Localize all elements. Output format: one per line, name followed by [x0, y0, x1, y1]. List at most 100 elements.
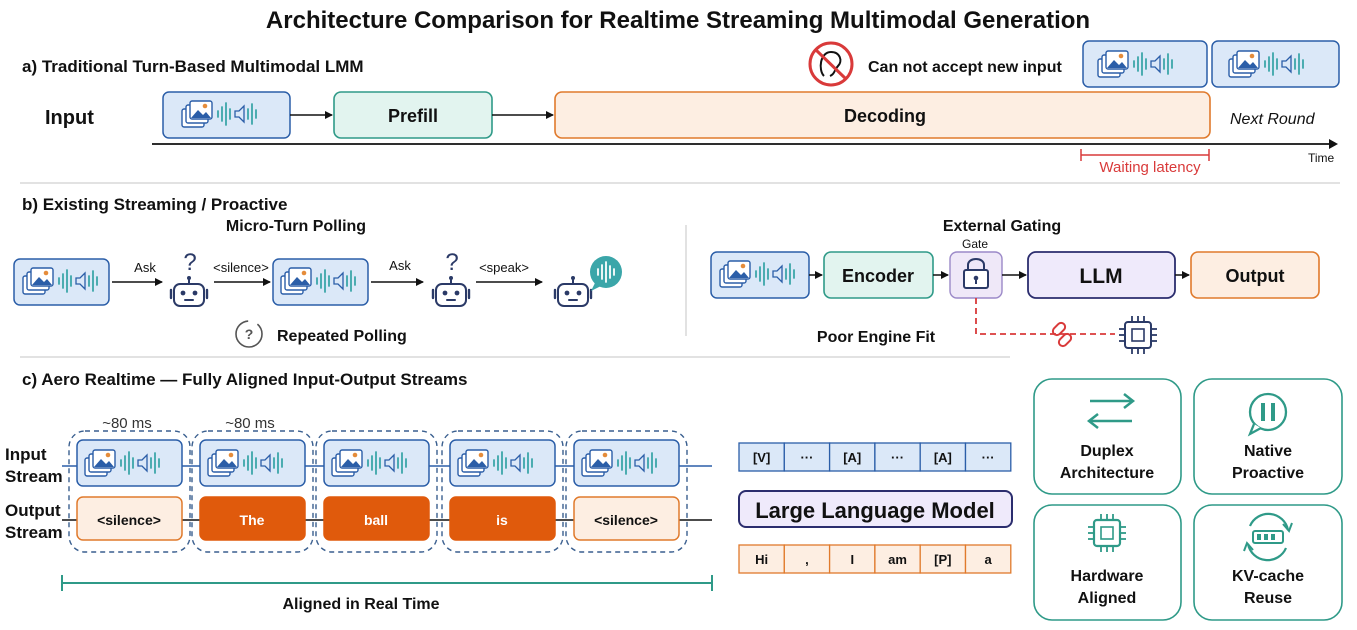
output-box — [1190, 251, 1320, 299]
token-label: am — [888, 552, 907, 567]
svg-text:Duplex: Duplex — [1080, 443, 1133, 460]
token-label: , — [805, 552, 809, 567]
prefill-label: Prefill — [388, 106, 438, 126]
stream-chunk: <silence> — [565, 430, 688, 553]
large-language-model-box — [738, 490, 1013, 528]
page-title: Architecture Comparison for Realtime Str… — [266, 7, 1090, 34]
time-label: Time — [1308, 151, 1335, 165]
token-label: [V] — [753, 450, 770, 465]
chunk-output-label: is — [496, 512, 508, 528]
stream-chunk: The — [191, 430, 314, 553]
token-cell — [828, 544, 876, 574]
ms-label-2: ~80 ms — [225, 415, 275, 432]
section-c-heading: c) Aero Realtime — Fully Aligned Input-O… — [22, 370, 468, 389]
pause-bubble-icon — [1247, 392, 1288, 437]
next-input-media-1 — [1082, 40, 1208, 88]
output-stream-label-1: Output — [5, 501, 61, 520]
gate-label: Gate — [962, 237, 988, 251]
input-stream-label-1: Input — [5, 445, 47, 464]
robot-icon-3 — [553, 274, 593, 308]
token-label: ··· — [800, 450, 813, 465]
chunk-output-box — [449, 496, 556, 541]
gating-title: External Gating — [943, 218, 1061, 235]
chip-icon-b — [1119, 316, 1157, 354]
chip-icon — [1088, 514, 1126, 552]
svg-text:?: ? — [183, 249, 196, 276]
token-cell — [874, 442, 921, 472]
token-cell — [874, 544, 921, 574]
svg-text:Native: Native — [1244, 443, 1292, 460]
input-label: Input — [45, 107, 94, 129]
output-stream-label-2: Stream — [5, 523, 63, 542]
token-label: [A] — [843, 450, 861, 465]
feature-card-kvcache: KV-cache Reuse — [1193, 504, 1343, 621]
section-a-input-media — [162, 91, 291, 139]
ask-label-2: Ask — [389, 258, 411, 273]
svg-text:Reuse: Reuse — [1244, 590, 1292, 607]
stream-chunk: is — [441, 430, 564, 553]
stream-chunk: ball — [315, 430, 438, 553]
broken-link-icon — [1051, 321, 1073, 348]
large-language-model-label: Large Language Model — [755, 498, 995, 523]
gating-media — [710, 251, 810, 299]
llm-label: LLM — [1079, 265, 1122, 288]
chunk-output-box — [323, 496, 430, 541]
chunk-output-label: ball — [364, 512, 388, 528]
next-input-media-2 — [1211, 40, 1340, 88]
svg-text:Hardware: Hardware — [1071, 568, 1144, 585]
token-label: ··· — [982, 450, 995, 465]
token-cell — [964, 442, 1012, 472]
section-b-heading: b) Existing Streaming / Proactive — [22, 195, 287, 214]
no-input-label: Can not accept new input — [868, 59, 1062, 76]
feature-card-duplex: Duplex Architecture — [1033, 378, 1182, 495]
speech-bubble-icon — [590, 256, 622, 291]
waiting-latency-bracket — [1080, 149, 1210, 161]
svg-text:?: ? — [445, 249, 458, 276]
silence-label: <silence> — [213, 260, 269, 275]
lock-icon — [949, 251, 1003, 299]
decoding-box — [554, 91, 1211, 139]
token-label: [A] — [934, 450, 952, 465]
feature-card-hardware: Hardware Aligned — [1033, 504, 1182, 621]
chunk-output-box — [573, 496, 680, 541]
token-label: ··· — [891, 450, 904, 465]
polling-media-1 — [13, 258, 110, 306]
svg-text:Proactive: Proactive — [1232, 465, 1304, 482]
repeated-polling-label: Repeated Polling — [277, 328, 407, 345]
robot-icon-2 — [431, 274, 471, 308]
token-cell — [738, 442, 785, 472]
stream-chunks: <silence> The ball is <silence> — [68, 430, 688, 553]
polling-title: Micro-Turn Polling — [226, 218, 366, 235]
stream-chunk: <silence> — [68, 430, 191, 553]
token-cell — [964, 544, 1012, 574]
ask-label-1: Ask — [134, 260, 156, 275]
encoder-label: Encoder — [842, 266, 914, 286]
token-label: Hi — [755, 552, 768, 567]
svg-text:Aligned: Aligned — [1078, 590, 1137, 607]
chunk-output-label: The — [240, 512, 265, 528]
svg-text:Architecture: Architecture — [1060, 465, 1154, 482]
feature-card-proactive: Native Proactive — [1193, 378, 1343, 495]
svg-text:KV-cache: KV-cache — [1232, 568, 1304, 585]
token-cell — [919, 544, 967, 574]
poor-fit-label: Poor Engine Fit — [817, 329, 936, 346]
svg-text:?: ? — [245, 326, 254, 342]
ms-label-1: ~80 ms — [102, 415, 152, 432]
token-label: a — [985, 552, 993, 567]
repeated-polling-icon: ? — [235, 320, 263, 348]
next-round-label: Next Round — [1230, 111, 1316, 128]
waiting-latency-label: Waiting latency — [1099, 159, 1201, 176]
output-label: Output — [1226, 266, 1285, 286]
chunk-output-box — [199, 496, 306, 541]
section-a-heading: a) Traditional Turn-Based Multimodal LMM — [22, 57, 364, 76]
token-cell — [738, 544, 785, 574]
gate-connection-dashed — [975, 298, 1115, 335]
aligned-label: Aligned in Real Time — [282, 596, 439, 613]
speak-label: <speak> — [479, 260, 529, 275]
memory-refresh-icon — [1243, 512, 1293, 562]
chunk-output-box — [76, 496, 183, 541]
chunk-output-label: <silence> — [97, 512, 161, 528]
chunk-output-label: <silence> — [594, 512, 658, 528]
